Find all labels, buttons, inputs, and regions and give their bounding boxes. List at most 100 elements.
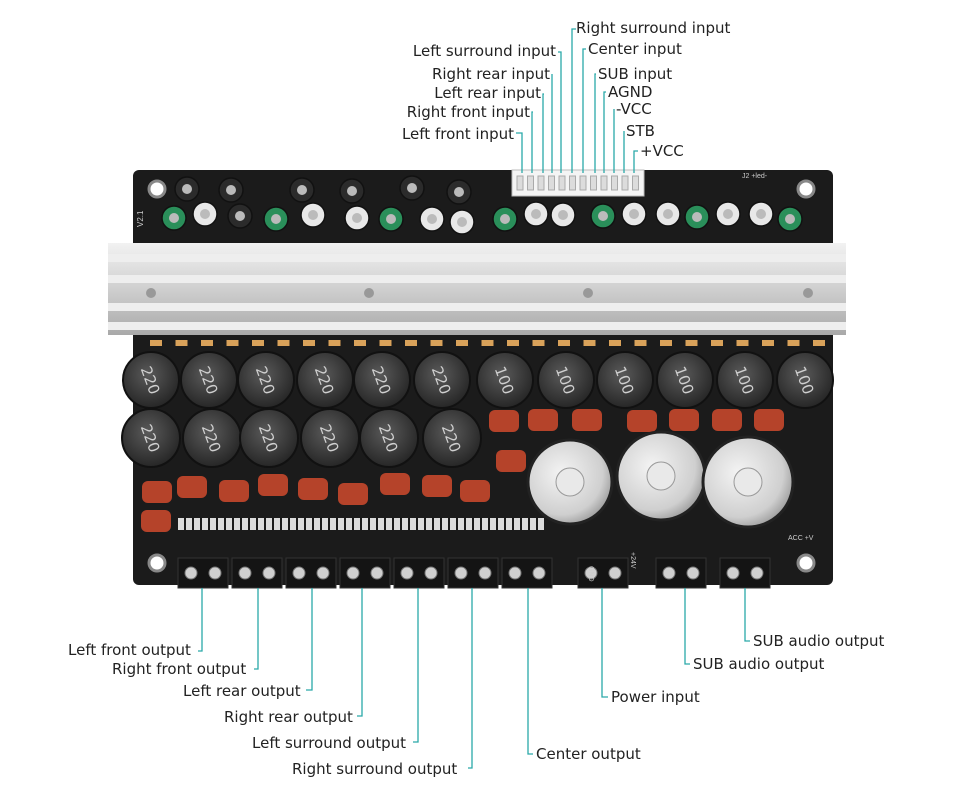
- smd-part: [354, 340, 366, 346]
- terminal-screw: [478, 566, 492, 580]
- smd-part: [252, 340, 264, 346]
- smd-part: [266, 518, 272, 530]
- terminal-screw: [208, 566, 222, 580]
- label-pos-vcc: +VCC: [640, 142, 684, 160]
- capacitor-top: [182, 184, 192, 194]
- film-capacitor: [669, 409, 699, 431]
- capacitor-top: [169, 213, 179, 223]
- smd-part: [175, 340, 188, 346]
- film-capacitor: [489, 410, 519, 432]
- smd-part: [298, 518, 304, 530]
- electrolytic-capacitors: [526, 430, 795, 529]
- label-agnd: AGND: [608, 83, 653, 101]
- film-capacitor: [338, 483, 368, 505]
- film-capacitor: [177, 476, 207, 498]
- smd-part: [498, 518, 504, 530]
- film-capacitor: [460, 480, 490, 502]
- leader-line: [254, 588, 259, 670]
- inductor: [716, 351, 774, 409]
- terminal-screw: [608, 566, 622, 580]
- smd-part: [450, 518, 456, 530]
- label-left-front-input: Left front input: [401, 125, 514, 143]
- connector-pin: [569, 175, 576, 191]
- smd-part: [178, 518, 184, 530]
- film-capacitor: [141, 510, 171, 532]
- smd-part: [660, 340, 672, 346]
- terminal-screw: [262, 566, 276, 580]
- smd-part: [290, 518, 296, 530]
- connector-pin: [632, 175, 639, 191]
- inductor: [656, 351, 714, 409]
- film-capacitor: [219, 480, 249, 502]
- leader-line: [357, 588, 363, 717]
- label-sub-audio-output-2: SUB audio output: [693, 655, 825, 673]
- connector-pin: [516, 175, 524, 191]
- film-capacitor: [258, 474, 288, 496]
- capacitor-top: [297, 185, 307, 195]
- smd-part: [274, 518, 280, 530]
- smd-part: [402, 518, 408, 530]
- smd-part: [558, 340, 570, 346]
- capacitor-top: [663, 209, 673, 219]
- leader-line: [684, 588, 690, 665]
- smd-part: [711, 340, 723, 346]
- label-right-surround-output: Right surround output: [292, 760, 458, 778]
- smd-part: [736, 340, 749, 346]
- connector-pin: [558, 175, 566, 191]
- inductor: [237, 351, 295, 409]
- label-right-front-input: Right front input: [406, 103, 530, 121]
- leader-line: [744, 588, 750, 642]
- capacitor-top: [558, 210, 568, 220]
- capacitor-top: [427, 214, 437, 224]
- film-capacitor: [496, 450, 526, 472]
- smd-part: [394, 518, 400, 530]
- terminal-screw: [292, 566, 306, 580]
- terminal-screw: [346, 566, 360, 580]
- terminal-screw: [424, 566, 438, 580]
- label-left-surround-output: Left surround output: [252, 734, 407, 752]
- smd-part: [338, 518, 344, 530]
- capacitor-top: [347, 186, 357, 196]
- smd-part: [354, 518, 360, 530]
- smd-part: [410, 518, 416, 530]
- leader-lines: [198, 28, 750, 769]
- capacitor-top: [457, 217, 467, 227]
- film-capacitor: [572, 409, 602, 431]
- silk-acc: ACC +V: [788, 535, 814, 542]
- smd-part: [306, 518, 312, 530]
- smd-part: [507, 340, 519, 346]
- leader-line: [516, 132, 523, 173]
- smd-part: [405, 340, 417, 346]
- smd-part: [226, 518, 232, 530]
- terminal-screw: [662, 566, 676, 580]
- terminal-screw: [508, 566, 522, 580]
- connector-pin: [579, 175, 587, 191]
- smd-part: [583, 340, 596, 346]
- capacitor-top: [692, 212, 702, 222]
- label-left-rear-input: Left rear input: [434, 84, 541, 102]
- smd-part: [458, 518, 464, 530]
- label-sub-audio-output-1: SUB audio output: [753, 632, 885, 650]
- inductor: [239, 408, 299, 468]
- smd-part: [386, 518, 392, 530]
- film-capacitor: [528, 409, 558, 431]
- leader-line: [633, 150, 638, 173]
- capacitor-top: [598, 211, 608, 221]
- smd-part: [434, 518, 440, 530]
- inductor: [537, 351, 595, 409]
- inductor: [422, 408, 482, 468]
- label-center-output: Center output: [536, 745, 641, 763]
- capacitor-top: [235, 211, 245, 221]
- silk-version: V2.1: [136, 210, 145, 227]
- smd-part: [330, 518, 336, 530]
- smd-part: [379, 340, 392, 346]
- connector-pin: [611, 175, 618, 191]
- smd-part: [474, 518, 480, 530]
- label-stb: STB: [626, 122, 655, 140]
- smd-part: [813, 340, 825, 346]
- smd-part: [258, 518, 264, 530]
- film-capacitor: [380, 473, 410, 495]
- capacitor-top: [454, 187, 464, 197]
- leader-line: [582, 48, 586, 173]
